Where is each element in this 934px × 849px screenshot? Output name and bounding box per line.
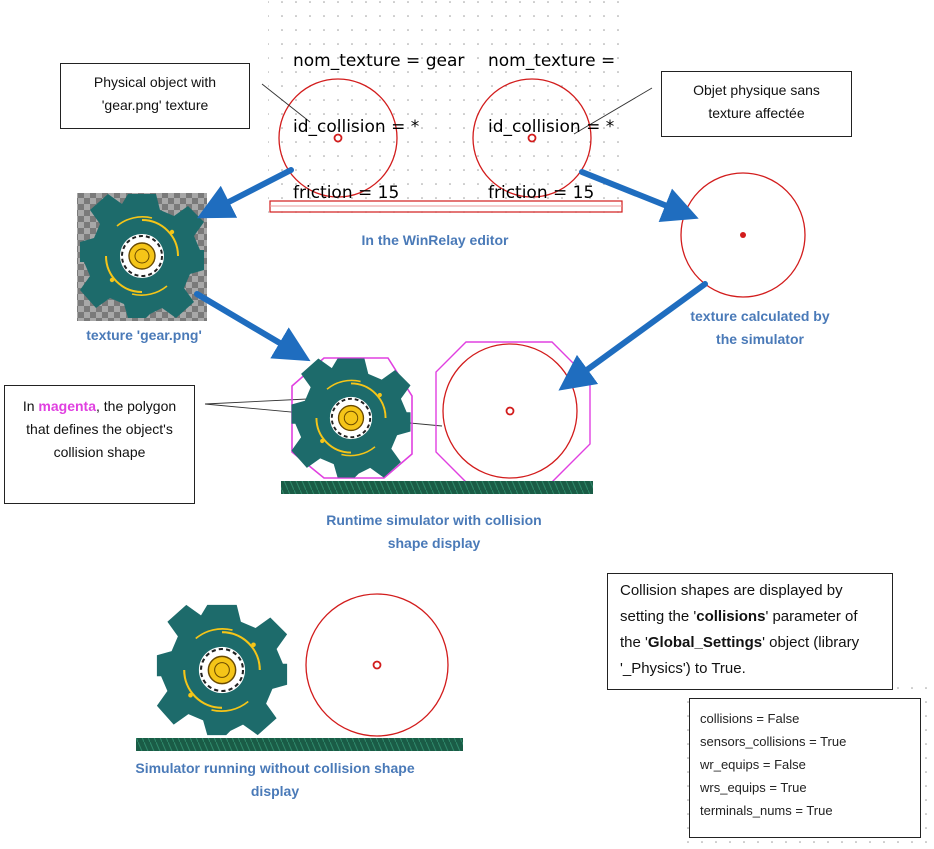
setting-row: sensors_collisions = True: [700, 734, 847, 749]
gear-icon: [79, 193, 205, 319]
bottom-circle-center: [372, 660, 382, 670]
editor-dot-grid: [268, 0, 630, 215]
callout-objet-physique: Objet physique sans texture affectée: [661, 71, 852, 137]
note-collision-settings: Collision shapes are displayed by settin…: [607, 573, 893, 690]
arrow-icon: [194, 291, 311, 362]
runtime-circle: [442, 343, 578, 479]
note-text-2: ' parameter of the ': [620, 608, 858, 651]
setting-row: collisions = False: [700, 711, 800, 726]
callout-physical-object: Physical object with 'gear.png' texture: [60, 63, 250, 129]
caption-texture-calculated: texture calculated by the simulator: [690, 308, 830, 347]
left-id-collision: id_collision = *: [293, 117, 420, 137]
bottom-circle: [305, 593, 449, 737]
callout-objet-physique-text: Objet physique sans texture affectée: [693, 82, 820, 121]
caption-texture-gear: texture 'gear.png': [86, 327, 202, 343]
note-bold-global: Global_Settings: [647, 634, 763, 651]
setting-row: wrs_equips = True: [700, 780, 807, 795]
left-friction: friction = 15: [293, 183, 400, 203]
caption-runtime: Runtime simulator with collision shape d…: [326, 512, 542, 551]
calculated-circle-center: [740, 232, 746, 238]
leader-objet-physique: [573, 87, 653, 135]
callout-magenta-word: magenta: [38, 398, 96, 414]
editor-circle-right-center: [527, 133, 537, 143]
arrow-icon: [196, 167, 294, 219]
caption-without-collision: Simulator running without collision shap…: [135, 760, 415, 799]
callout-magenta-prefix: In: [22, 398, 39, 414]
note-text-3: ' object (library '_Physics') to True.: [620, 634, 860, 677]
callout-physical-object-text: Physical object with 'gear.png' texture: [93, 74, 217, 113]
runtime-ground: [281, 481, 593, 494]
editor-circle-right: [472, 78, 592, 198]
note-bold-collisions: collisions: [696, 608, 766, 625]
left-object-properties: nom_texture = gear id_collision = * fric…: [293, 6, 464, 248]
caption-editor: In the WinRelay editor: [361, 232, 509, 248]
arrow-icon: [558, 281, 708, 391]
callout-magenta-suffix: , the polygon that defines the object's …: [26, 398, 177, 460]
setting-row: terminals_nums = True: [700, 803, 833, 818]
right-friction: friction = 15: [488, 183, 595, 203]
leader-physical-object: [261, 83, 311, 123]
gear-icon: [155, 603, 289, 737]
runtime-circle-center: [505, 406, 515, 416]
right-object-properties: nom_texture = id_collision = * friction …: [488, 6, 615, 248]
right-nom-texture: nom_texture =: [488, 51, 616, 71]
editor-circle-left-center: [333, 133, 343, 143]
editor-circle-left: [278, 78, 398, 198]
global-settings-panel: collisions = False sensors_collisions = …: [689, 698, 921, 838]
callout-magenta: In magenta, the polygon that defines the…: [4, 385, 195, 504]
setting-row: wr_equips = False: [700, 757, 806, 772]
arrow-icon: [579, 169, 699, 223]
bottom-ground: [136, 738, 463, 751]
note-text-1: Collision shapes are displayed by settin…: [620, 582, 843, 625]
right-id-collision: id_collision = *: [488, 117, 615, 137]
left-nom-texture: nom_texture = gear: [293, 51, 465, 71]
gear-icon: [290, 357, 412, 479]
